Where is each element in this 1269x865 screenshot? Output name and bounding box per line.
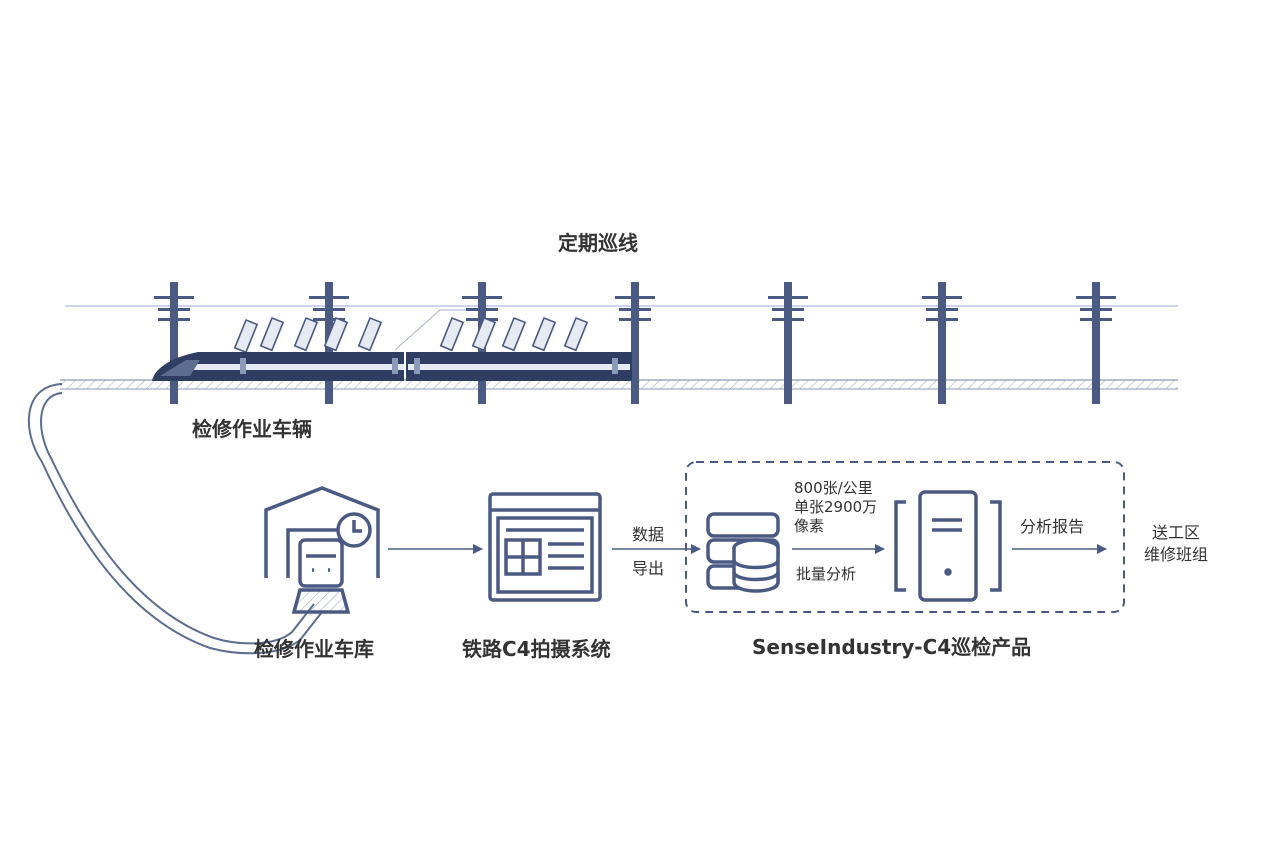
spec-line-2: 单张2900万 xyxy=(794,498,878,516)
spec-line-1: 800张/公里 xyxy=(794,479,873,497)
roof-camera-panels xyxy=(233,316,589,354)
server-icon xyxy=(894,490,1002,602)
pole xyxy=(922,282,962,404)
analysis-report-label: 分析报告 xyxy=(1020,517,1085,536)
inspection-train xyxy=(152,352,632,381)
camera-system-icon xyxy=(488,492,602,602)
pole xyxy=(154,282,194,404)
diagram-title: 定期巡线 xyxy=(558,231,638,255)
product-label: SenseIndustry-C4巡检产品 xyxy=(752,635,1032,659)
product-boundary xyxy=(685,461,1125,613)
database-icon xyxy=(706,512,780,593)
pole xyxy=(1076,282,1116,404)
ground-track xyxy=(60,380,1178,389)
pole xyxy=(615,282,655,404)
destination-line2: 维修班组 xyxy=(1144,545,1209,564)
spec-line-3: 像素 xyxy=(794,517,825,535)
destination-line1: 送工区 xyxy=(1152,523,1201,542)
camera-system-label: 铁路C4拍摄系统 xyxy=(462,637,611,661)
export-label-line2: 导出 xyxy=(632,559,665,578)
depot-label: 检修作业车库 xyxy=(254,637,374,661)
vehicle-label: 检修作业车辆 xyxy=(192,417,312,441)
pantograph-wire xyxy=(394,309,470,351)
export-label-line1: 数据 xyxy=(632,525,665,544)
depot-loop-line xyxy=(27,383,323,655)
batch-analysis-label: 批量分析 xyxy=(796,565,857,583)
pole xyxy=(768,282,808,404)
depot-icon xyxy=(264,486,380,614)
